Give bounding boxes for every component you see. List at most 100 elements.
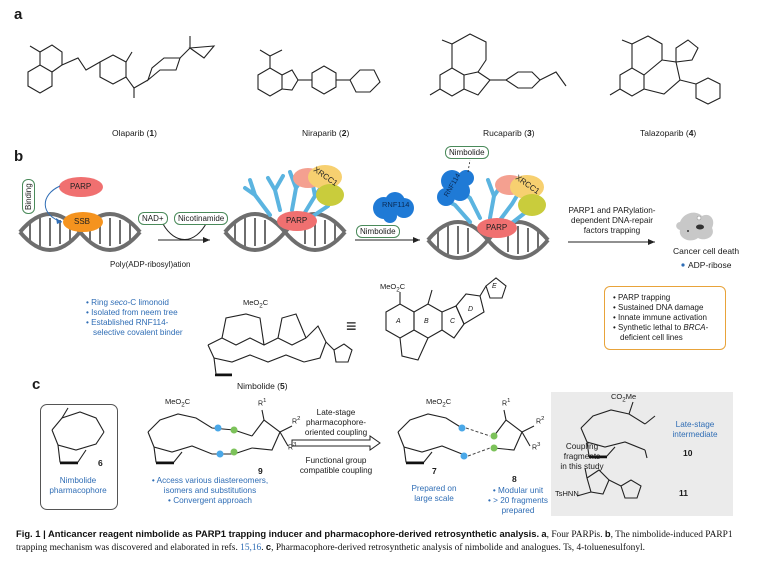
effect-item-cont: deficient cell lines	[620, 333, 683, 342]
note-line: large scale	[414, 494, 454, 503]
arrow-text-line: oriented coupling	[304, 428, 368, 437]
r1-label-8: R1	[502, 398, 511, 408]
panel-b-letter: b	[14, 148, 24, 165]
compound-8-notes: • Modular unit • > 20 fragments prepared	[478, 486, 558, 516]
talazoparib-structure	[609, 35, 721, 105]
coupling-node-blue	[216, 450, 224, 458]
arrow-text-line: Functional group	[305, 456, 367, 465]
note-line: intermediate	[672, 430, 718, 439]
compound-label-rucaparib: Rucaparib (3)	[483, 128, 535, 138]
compound-name: Olaparib	[112, 128, 145, 138]
compound-name: Talazoparib	[640, 128, 684, 138]
xrcc1-yellow-2	[510, 175, 544, 199]
note-line: isomers and substitutions	[163, 486, 257, 495]
rnf114-label: RNF114	[382, 200, 410, 209]
compound-7-number: 7	[432, 466, 437, 476]
compound-7-note: Prepared on large scale	[396, 484, 472, 504]
note-line: prepared	[501, 506, 535, 515]
coupling-node-green	[490, 444, 498, 452]
xrcc1-yellow	[308, 165, 342, 189]
step2-arrowhead	[413, 237, 420, 243]
step3-arrowhead	[648, 239, 655, 245]
parp-label-2: PARP	[286, 216, 308, 225]
feature-item: Isolated from neem tree	[86, 308, 183, 318]
nimbolide-pill-bound: Nimbolide	[445, 146, 489, 159]
equivalence-symbol: ≡	[346, 316, 357, 336]
arrow-text-line: compatible coupling	[299, 466, 373, 475]
feature-item-cont: selective covalent binder	[93, 328, 183, 337]
caption-part-text: , Four PARPis.	[546, 530, 605, 540]
step1-arrowhead	[203, 237, 210, 243]
panel-c-letter: c	[32, 376, 41, 393]
note-line: • > 20 fragments	[488, 496, 548, 505]
disconnection-line	[467, 447, 491, 457]
dna-helix-1	[18, 212, 142, 252]
coupling-node-green	[230, 448, 238, 456]
compound-10-number: 10	[683, 448, 693, 458]
coupling-node-blue	[460, 452, 468, 460]
tshnn-label: TsHNN	[555, 489, 579, 498]
note-line: • Convergent approach	[168, 496, 252, 505]
caption-part-text: , The nimbolide-induced PARP1 trapping m…	[16, 530, 733, 553]
caption-part-letter: b	[604, 528, 611, 539]
compound-7-structure	[397, 413, 463, 463]
compound-8-number: 8	[512, 474, 517, 484]
step3-text: PARP1 and PARylation- dependent DNA-repa…	[564, 206, 660, 236]
arrow-text-top: Late-stage pharmacophore- oriented coupl…	[288, 408, 384, 438]
nimbolide-structure-right	[385, 277, 507, 361]
compound-name: Niraparib	[302, 128, 337, 138]
coupling-node-blue	[214, 424, 222, 432]
retrosynthesis-arrow	[291, 435, 381, 451]
compound-number: 1	[149, 128, 155, 138]
legend-adp-ribose: ADP-ribose	[688, 260, 732, 270]
fragment-structures	[576, 401, 656, 499]
nimbolide-structure-left	[207, 313, 353, 375]
effect-item: Synthetic lethal to BRCA-	[613, 323, 717, 333]
meo2c-label-9: MeO2C	[165, 397, 191, 409]
r3-label-8: R3	[532, 442, 541, 452]
caption-part-letter: c	[265, 541, 272, 552]
ring-d-label: D	[468, 306, 474, 313]
arrow-text-bottom: Functional group compatible coupling	[288, 456, 384, 476]
compound-9-notes: • Access various diastereomers, isomers …	[140, 476, 280, 506]
box-label-line: Coupling	[565, 442, 599, 451]
outcome-label: Cancer cell death	[673, 246, 740, 256]
nad-pill: NAD+	[138, 212, 168, 225]
caption-title: Fig. 1 | Anticancer reagent nimbolide as…	[16, 528, 540, 539]
cancer-cell-icon	[676, 212, 714, 241]
nimbolide-covalent-link	[467, 159, 471, 173]
caption-separator: .	[261, 543, 266, 553]
effect-item: PARP trapping	[613, 293, 717, 303]
compound-11-number: 11	[679, 488, 688, 498]
nimbolide-pill-step2: Nimbolide	[356, 225, 400, 238]
pharmacophore-label-line: pharmacophore	[49, 486, 107, 495]
step3-text-line: PARP1 and PARylation-	[568, 206, 656, 215]
compound-number: 4	[688, 128, 694, 138]
r3-label: R3	[288, 442, 297, 452]
coupling-fragments-box: CO2Me Coupling fragments in this study L…	[551, 392, 733, 516]
nimbolide-features-list: Ring seco-C limonoid Isolated from neem …	[86, 298, 183, 338]
figure-caption: Fig. 1 | Anticancer reagent nimbolide as…	[16, 528, 751, 554]
caption-part-text: , Pharmacophore-derived retrosynthetic a…	[271, 543, 645, 553]
ring-b-label: B	[424, 318, 429, 325]
compound-label-talazoparib: Talazoparib (4)	[640, 128, 697, 138]
arrow-text-line: pharmacophore-	[305, 418, 367, 427]
compound-number: 2	[341, 128, 347, 138]
ssb-label: SSB	[74, 217, 91, 226]
meo2c-label-right: MeO2C	[380, 282, 406, 294]
ring-e-label: E	[492, 283, 497, 290]
feature-item: Ring seco-C limonoid	[86, 298, 183, 308]
step3-text-line: factors trapping	[583, 226, 641, 235]
caption-reference-link[interactable]: 15,16	[240, 543, 262, 553]
ring-c-label: C	[450, 318, 456, 325]
compound-label-niraparib: Niraparib (2)	[302, 128, 350, 138]
feature-item: Established RNF114-	[86, 318, 183, 328]
ring-a-label: A	[396, 318, 401, 325]
meo2c-label: MeO2C	[243, 298, 269, 310]
arrow-text-line: Late-stage	[316, 408, 356, 417]
parp-protein-2	[277, 211, 317, 231]
pharmacophore-label: Nimbolide pharmacophore	[42, 476, 114, 496]
caption-part-letter: a	[541, 528, 547, 539]
compound-number: 5	[280, 381, 285, 391]
